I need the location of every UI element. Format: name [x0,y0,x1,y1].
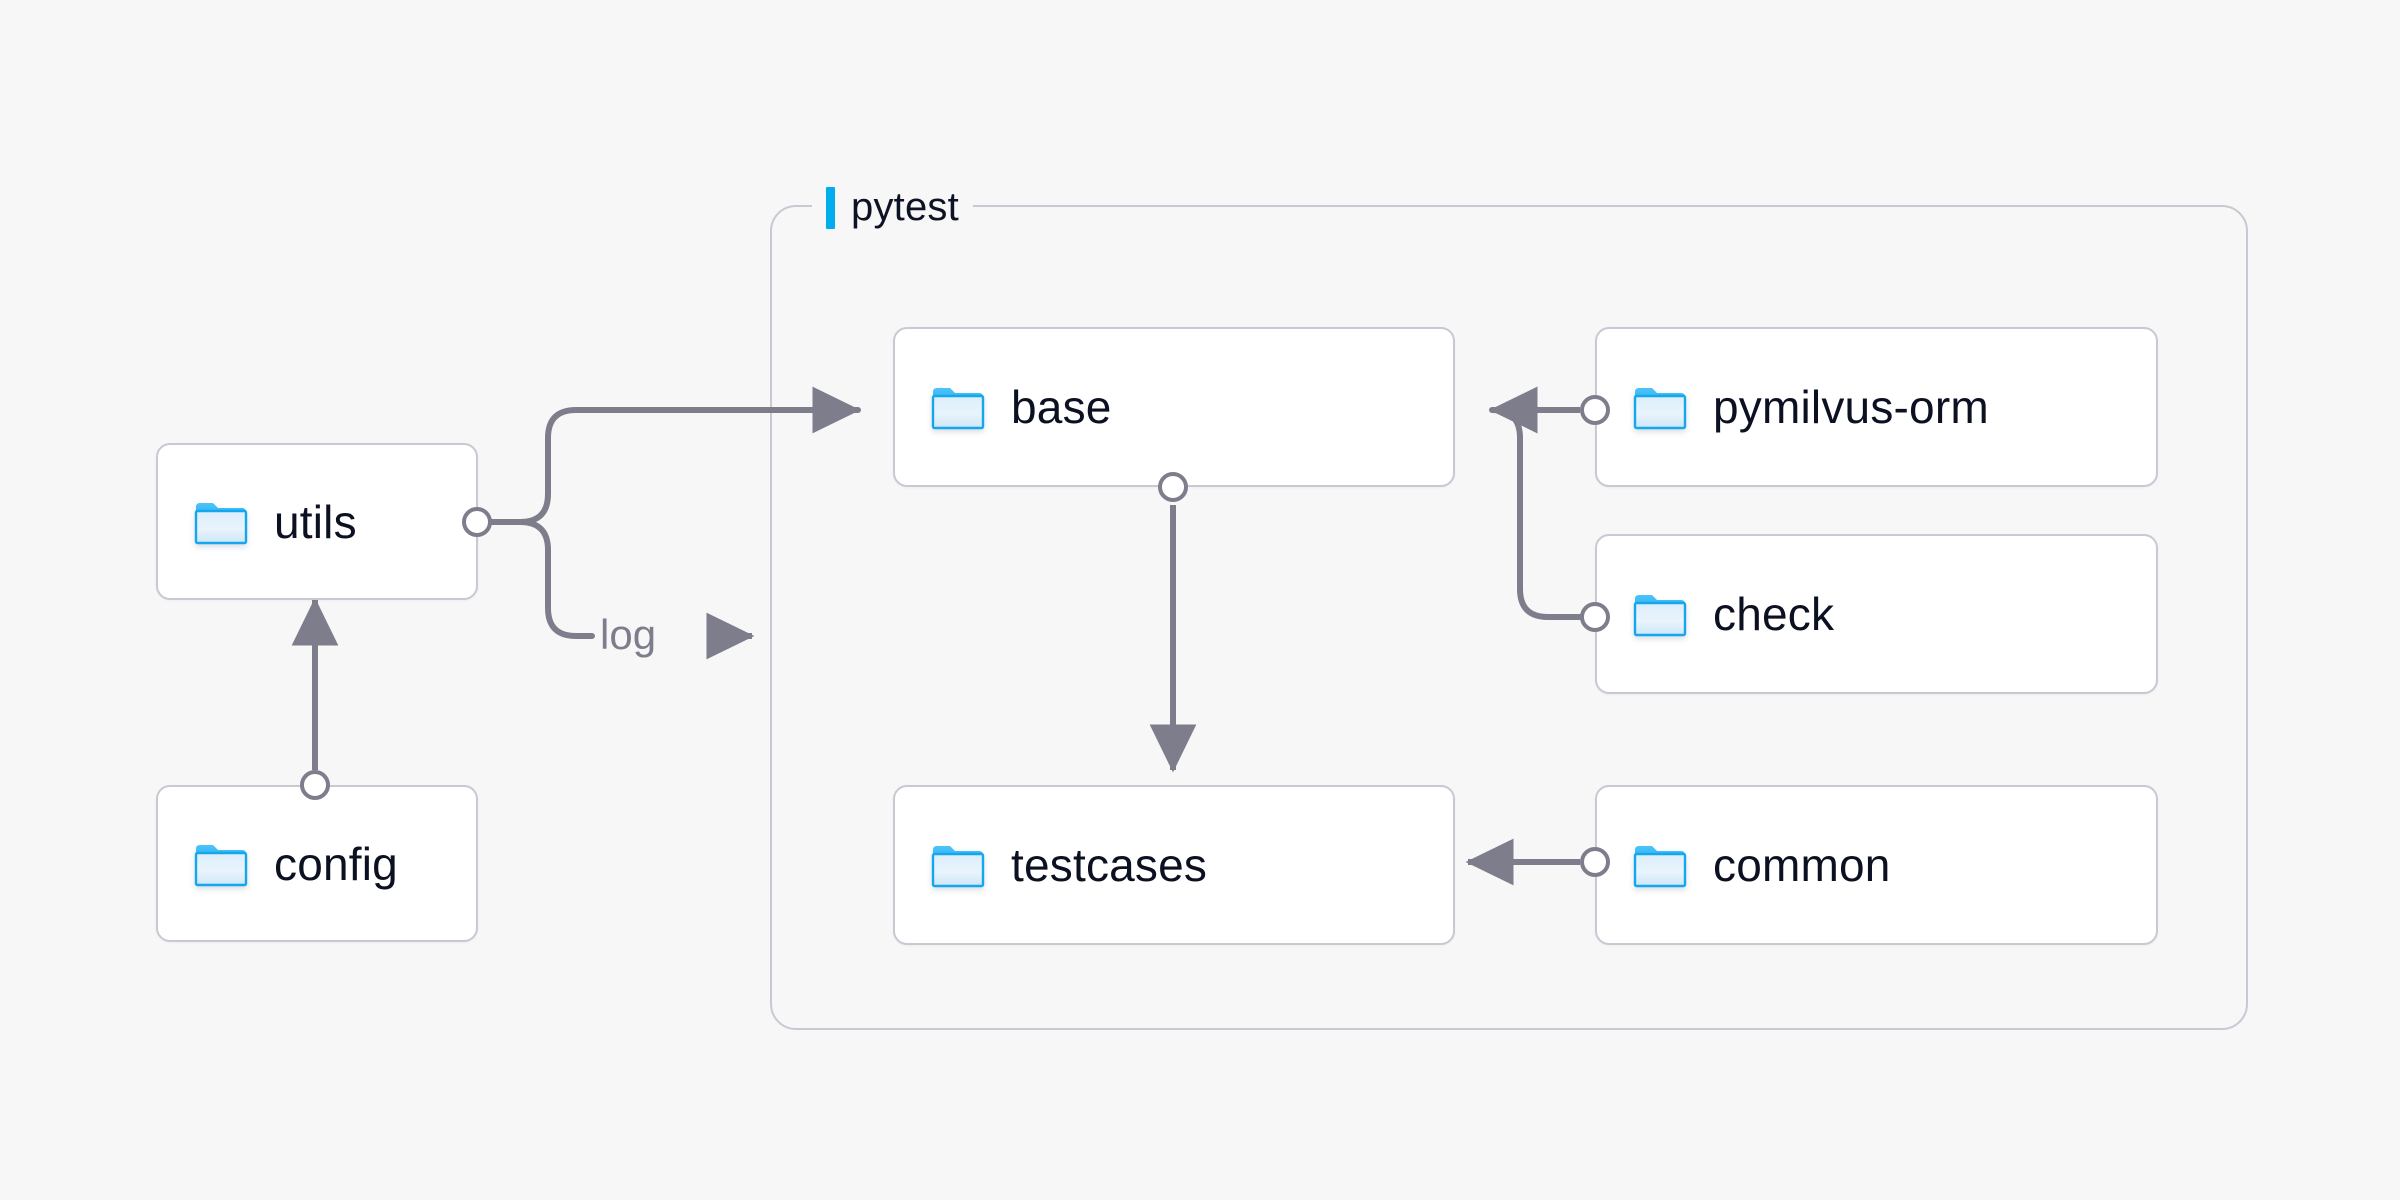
node-utils[interactable]: utils [156,443,478,600]
edge-label-log: log [600,611,657,658]
folder-icon [931,388,985,430]
node-label: testcases [1011,839,1208,891]
folder-icon [1633,388,1687,430]
port-config-top[interactable] [300,770,330,800]
node-label: pymilvus-orm [1713,381,1989,433]
port-pymilvus-orm-left[interactable] [1580,395,1610,425]
folder-icon [1633,595,1687,637]
node-label: check [1713,588,1835,640]
group-container-pytest [770,205,2248,1030]
node-label: common [1713,839,1891,891]
node-label: utils [274,495,357,548]
node-label: base [1011,381,1112,433]
port-utils-right[interactable] [462,507,492,537]
node-common-content: common [1597,842,1891,888]
folder-icon [194,502,248,544]
node-base-content: base [895,384,1112,430]
node-config[interactable]: config [156,785,478,942]
node-check-content: check [1597,591,1834,637]
node-testcases[interactable]: testcases [893,785,1455,945]
edge-utils-to-log [489,519,595,639]
port-common-left[interactable] [1580,847,1610,877]
group-title: pytest [851,185,959,229]
port-base-bottom[interactable] [1158,472,1188,502]
port-check-left[interactable] [1580,602,1610,632]
node-pymilvus-orm[interactable]: pymilvus-orm [1595,327,2158,487]
node-config-content: config [158,841,398,887]
folder-icon [931,846,985,888]
node-base[interactable]: base [893,327,1455,487]
node-testcases-content: testcases [895,842,1207,888]
node-common[interactable]: common [1595,785,2158,945]
node-label: config [274,837,398,890]
node-check[interactable]: check [1595,534,2158,694]
node-pymilvus-orm-content: pymilvus-orm [1597,384,1989,430]
folder-icon [1633,846,1687,888]
node-utils-content: utils [158,499,357,545]
folder-icon [194,844,248,886]
accent-bar-icon [826,186,835,229]
group-label-pytest: pytest [812,185,973,230]
